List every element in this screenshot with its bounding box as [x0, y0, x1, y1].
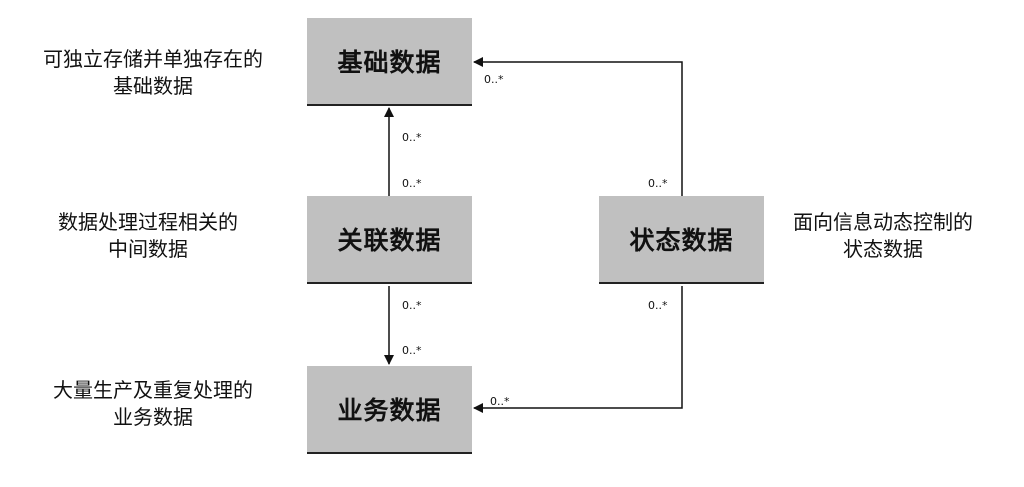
multiplicity-label: 0..*: [484, 73, 504, 86]
multiplicity-label: 0..*: [402, 177, 422, 190]
entity-state-data-label: 状态数据: [629, 226, 734, 255]
multiplicity-label: 0..*: [648, 299, 668, 312]
description-base-line-1: 可独立存储并单独存在的: [43, 47, 263, 71]
multiplicity-label: 0..*: [402, 344, 422, 357]
entity-association-data-label: 关联数据: [337, 226, 442, 255]
entity-base-data-label: 基础数据: [337, 48, 442, 77]
multiplicity-label: 0..*: [402, 299, 422, 312]
entity-state-data: 状态数据: [599, 196, 764, 284]
entity-business-data-label: 业务数据: [337, 396, 442, 425]
arrow-state-to-biz: [473, 286, 683, 413]
description-biz-line-1: 大量生产及重复处理的: [53, 378, 253, 402]
entity-business-data: 业务数据: [307, 366, 472, 454]
description-state-line-2: 状态数据: [843, 237, 923, 261]
description-biz-line-2: 业务数据: [113, 405, 193, 429]
description-base-data: 可独立存储并单独存在的 基础数据: [22, 46, 284, 100]
multiplicity-label: 0..*: [490, 395, 510, 408]
description-assoc-line-1: 数据处理过程相关的: [58, 210, 238, 234]
entity-association-data: 关联数据: [307, 196, 472, 284]
description-state-line-1: 面向信息动态控制的: [793, 210, 973, 234]
arrow-state-to-base: [473, 57, 683, 196]
description-business-data: 大量生产及重复处理的 业务数据: [22, 377, 284, 431]
description-assoc-line-2: 中间数据: [108, 237, 188, 261]
multiplicity-label: 0..*: [402, 131, 422, 144]
multiplicity-label: 0..*: [648, 177, 668, 190]
description-state-data: 面向信息动态控制的 状态数据: [772, 209, 994, 263]
description-association-data: 数据处理过程相关的 中间数据: [30, 209, 266, 263]
description-base-line-2: 基础数据: [113, 74, 193, 98]
entity-base-data: 基础数据: [307, 18, 472, 106]
